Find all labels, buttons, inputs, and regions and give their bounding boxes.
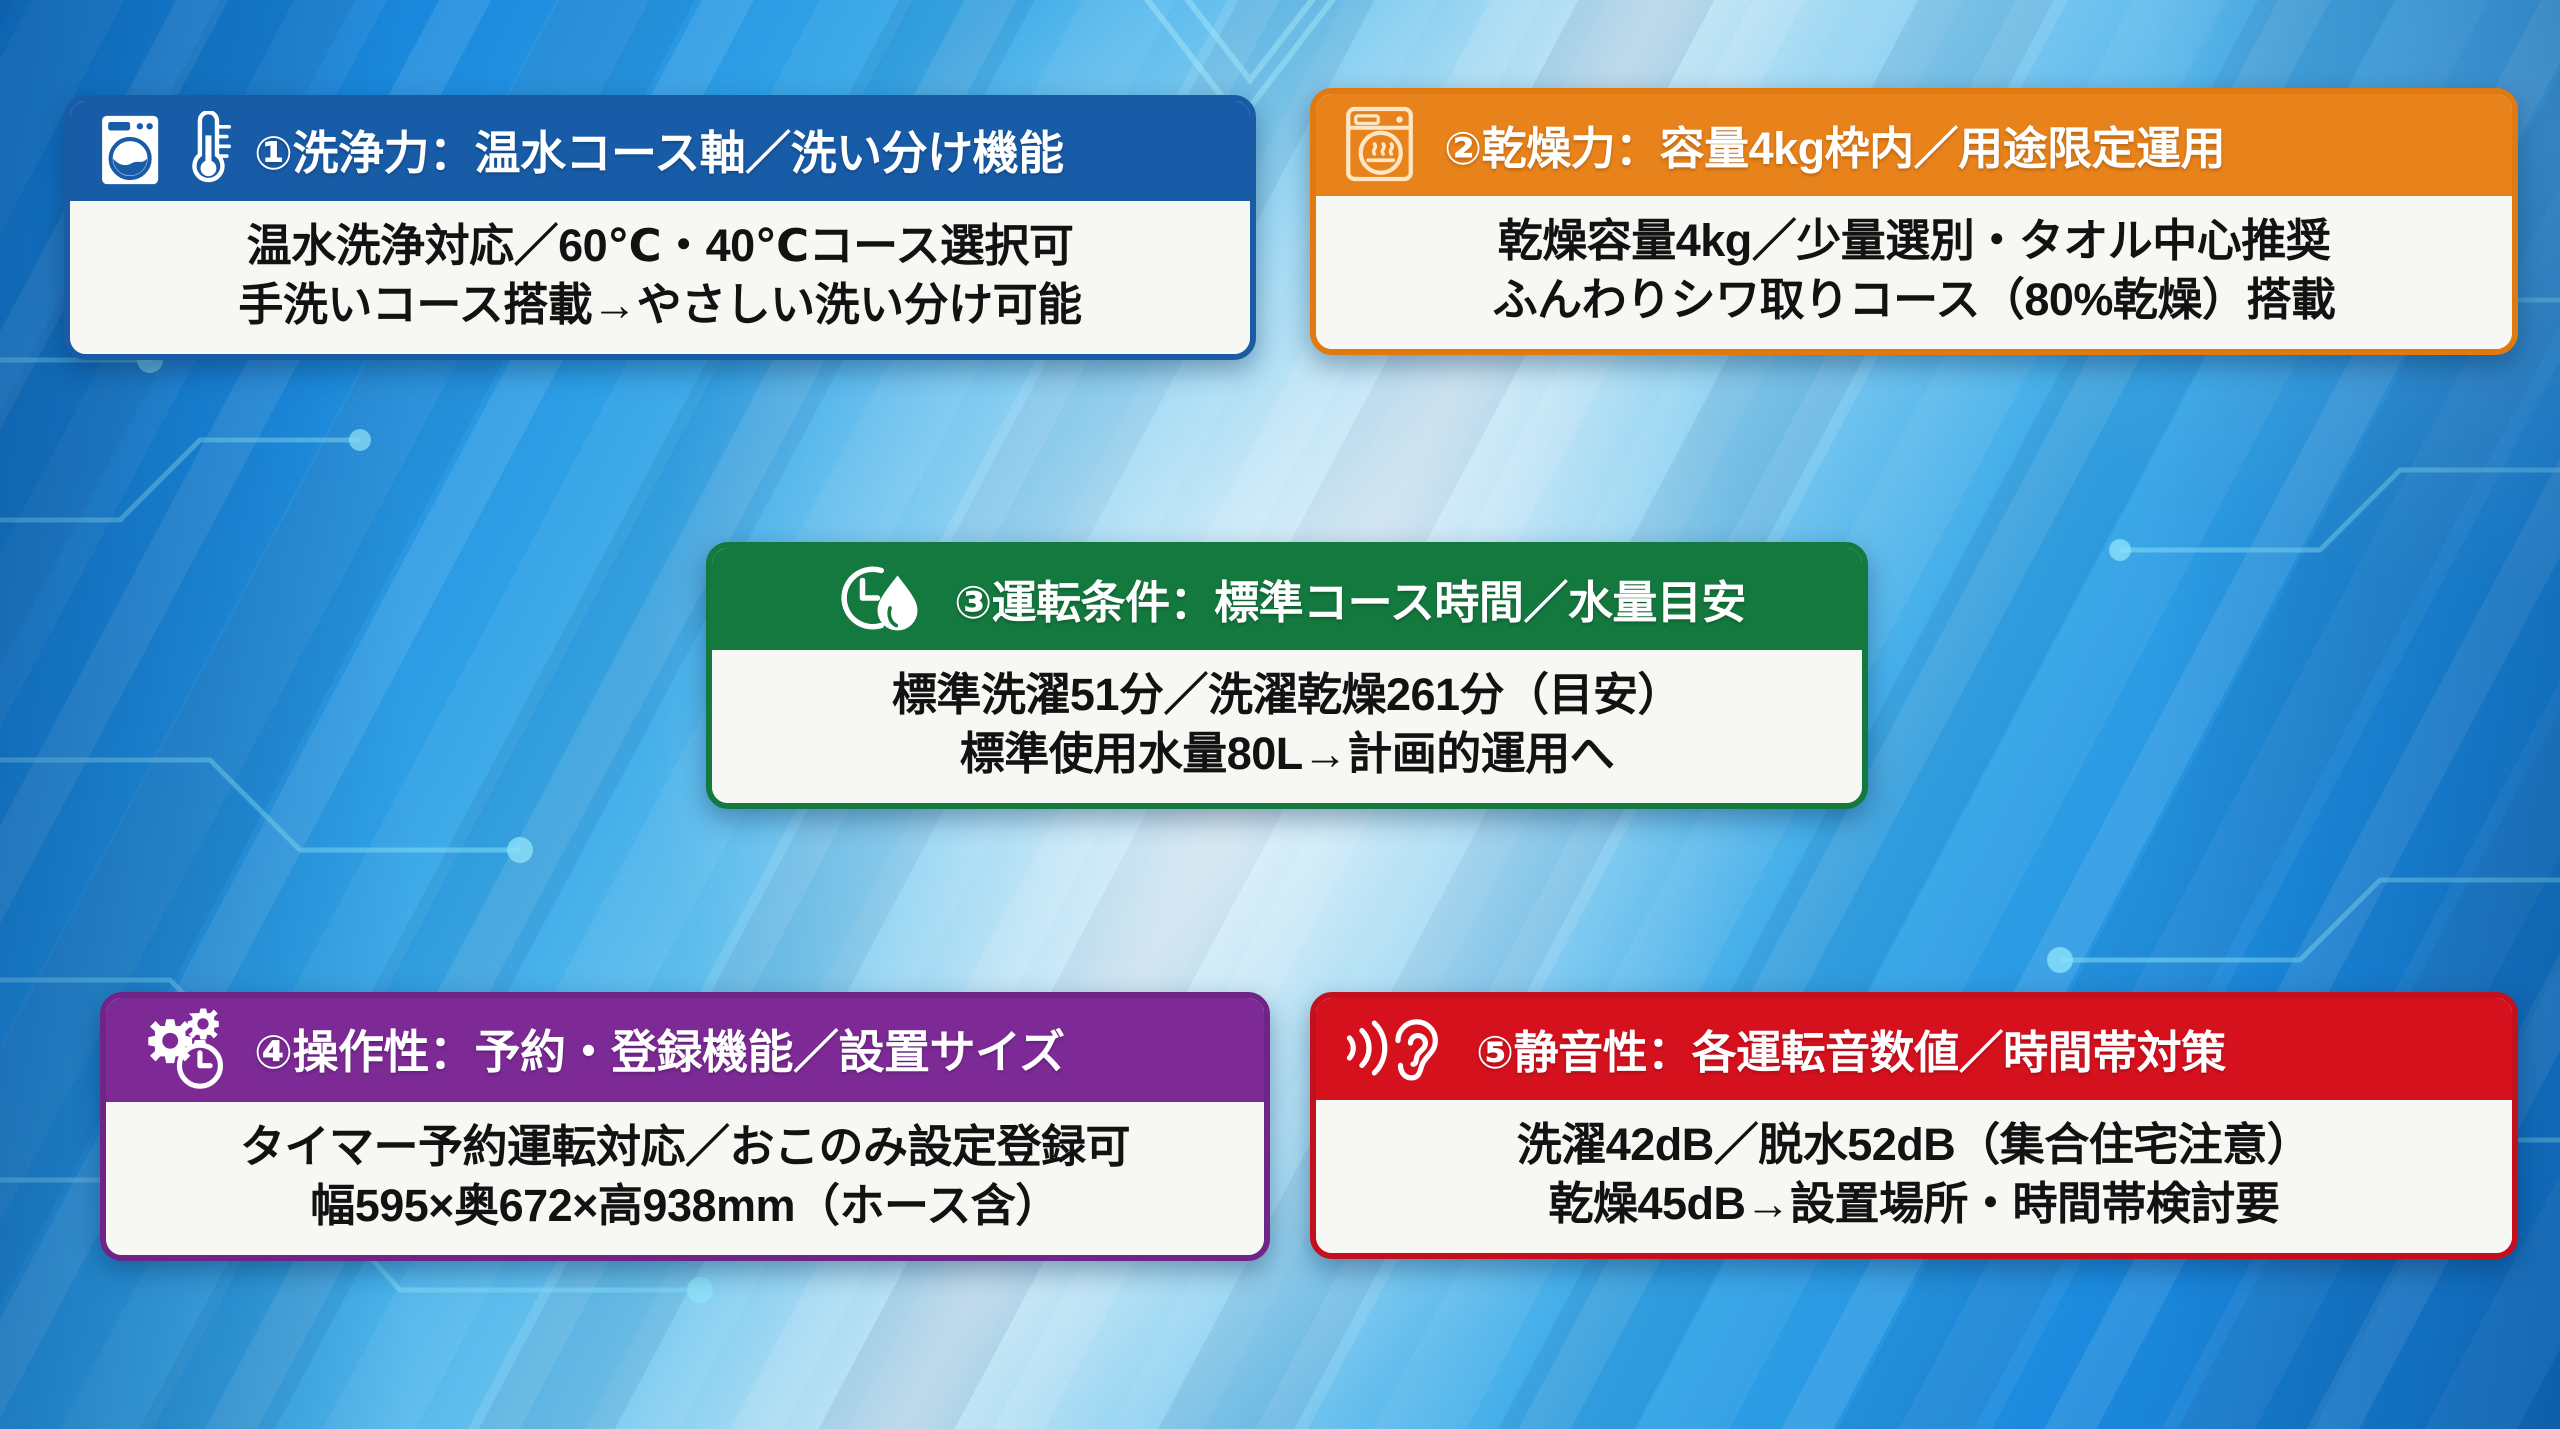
card-body: タイマー予約運転対応／おこのみ設定登録可 幅595×奥672×高938mm（ホー…: [106, 1102, 1264, 1255]
ear-icon: [1395, 1019, 1438, 1081]
card-body-line: タイマー予約運転対応／おこのみ設定登録可: [239, 1121, 1131, 1172]
sound-waves-icon: [1346, 1019, 1438, 1081]
card-header: ④操作性：予約・登録機能／設置サイズ: [106, 998, 1264, 1102]
card-body-line: 標準洗濯51分／洗濯乾燥261分（目安）: [891, 669, 1683, 720]
card-quietness: ⑤静音性：各運転音数値／時間帯対策 洗濯42dB／脱水52dB（集合住宅注意） …: [1310, 992, 2518, 1259]
card-header: ①洗浄力：温水コース軸／洗い分け機能: [70, 101, 1250, 201]
card-title: ③運転条件：標準コース時間／水量目安: [954, 576, 1746, 628]
stopwatch-icon: [176, 1040, 223, 1089]
clock-icon: [841, 566, 918, 631]
card-icon-group: [132, 1008, 232, 1090]
card-body: 洗濯42dB／脱水52dB（集合住宅注意） 乾燥45dB→設置場所・時間帯検討要: [1316, 1100, 2512, 1253]
card-body: 乾燥容量4kg／少量選別・タオル中心推奨 ふんわりシワ取りコース（80%乾燥）搭…: [1316, 196, 2512, 349]
card-header: ②乾燥力：容量4kg枠内／用途限定運用: [1316, 94, 2512, 196]
card-title: ④操作性：予約・登録機能／設置サイズ: [254, 1026, 1065, 1078]
card-body-line: 手洗いコース搭載→やさしい洗い分け可能: [238, 278, 1082, 330]
card-operating-conditions: ③運転条件：標準コース時間／水量目安 標準洗濯51分／洗濯乾燥261分（目安） …: [706, 542, 1868, 809]
dryer-heat-icon: [1346, 106, 1413, 182]
card-body-line: 乾燥容量4kg／少量選別・タオル中心推奨: [1497, 215, 2331, 266]
card-body-line: 幅595×奥672×高938mm（ホース含）: [310, 1179, 1060, 1231]
card-cleaning-power: ①洗浄力：温水コース軸／洗い分け機能 温水洗浄対応／60℃・40℃コース選択可 …: [64, 95, 1256, 360]
washing-machine-icon: [102, 115, 159, 185]
card-header: ⑤静音性：各運転音数値／時間帯対策: [1316, 998, 2512, 1100]
water-drop-icon: [877, 575, 918, 631]
card-title: ②乾燥力：容量4kg枠内／用途限定運用: [1444, 122, 2226, 174]
gears-icon: [148, 1008, 223, 1089]
card-icon-group: [96, 111, 232, 189]
card-body: 標準洗濯51分／洗濯乾燥261分（目安） 標準使用水量80L→計画的運用へ: [712, 650, 1862, 803]
card-body-line: 乾燥45dB→設置場所・時間帯検討要: [1548, 1177, 2280, 1229]
card-body: 温水洗浄対応／60℃・40℃コース選択可 手洗いコース搭載→やさしい洗い分け可能: [70, 201, 1250, 354]
card-title: ①洗浄力：温水コース軸／洗い分け機能: [254, 127, 1064, 179]
card-body-line: 標準使用水量80L→計画的運用へ: [959, 727, 1615, 779]
card-body-line: 洗濯42dB／脱水52dB（集合住宅注意）: [1516, 1119, 2312, 1170]
card-body-line: 温水洗浄対応／60℃・40℃コース選択可: [246, 220, 1074, 271]
card-operability: ④操作性：予約・登録機能／設置サイズ タイマー予約運転対応／おこのみ設定登録可 …: [100, 992, 1270, 1261]
card-body-line: ふんわりシワ取りコース（80%乾燥）搭載: [1492, 273, 2336, 325]
card-title: ⑤静音性：各運転音数値／時間帯対策: [1476, 1026, 2226, 1078]
card-icon-group: [828, 558, 932, 638]
card-header: ③運転条件：標準コース時間／水量目安: [712, 548, 1862, 650]
card-icon-group: [1342, 104, 1422, 184]
card-drying-power: ②乾燥力：容量4kg枠内／用途限定運用 乾燥容量4kg／少量選別・タオル中心推奨…: [1310, 88, 2518, 355]
thermometer-icon: [192, 111, 231, 183]
card-icon-group: [1342, 1008, 1454, 1088]
